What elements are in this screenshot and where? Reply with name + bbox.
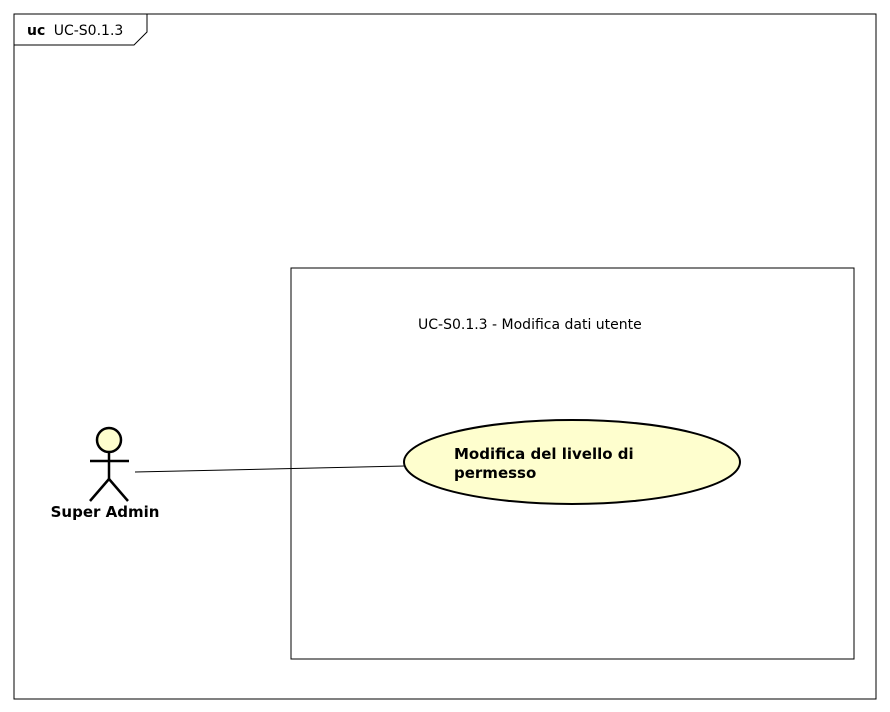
- association-line: [134, 465, 406, 473]
- actor-label: Super Admin: [51, 503, 160, 521]
- system-boundary: [290, 267, 855, 660]
- use-case-label: Modifica del livello di permesso: [454, 445, 639, 482]
- actor-right-leg-icon: [108, 478, 129, 502]
- actor-left-leg-icon: [89, 478, 110, 502]
- frame-label: uc UC-S0.1.3: [27, 23, 123, 39]
- use-case-label-line2: permesso: [454, 464, 536, 482]
- use-case-ellipse: [403, 419, 741, 505]
- actor-super-admin[interactable]: Super Admin: [51, 426, 160, 521]
- frame-keyword: uc: [27, 23, 45, 39]
- system-boundary-title: UC-S0.1.3 - Modifica dati utente: [418, 317, 642, 333]
- diagram-frame: [13, 13, 877, 700]
- frame-name-tab: [14, 14, 148, 46]
- frame-name: UC-S0.1.3: [54, 23, 124, 39]
- use-case-label-line1: Modifica del livello di: [454, 445, 634, 463]
- actor-head-icon: [95, 426, 123, 454]
- use-case-modifica-livello-permesso[interactable]: Modifica del livello di permesso: [403, 419, 741, 505]
